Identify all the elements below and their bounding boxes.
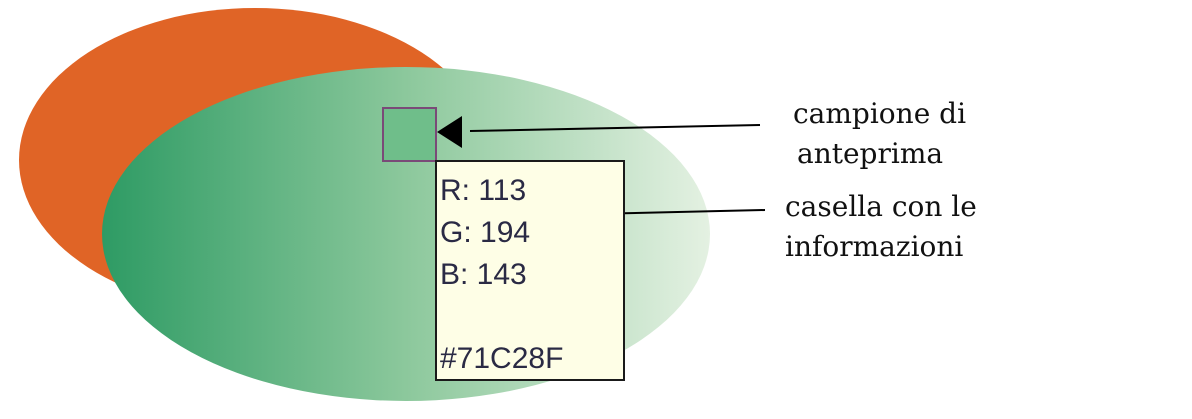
blue-value: B: 143	[440, 258, 527, 291]
hex-value: #71C28F	[440, 342, 564, 375]
color-info-box: R: 113 G: 194 B: 143 #71C28F	[435, 160, 625, 381]
green-value: G: 194	[440, 216, 531, 249]
red-value: R: 113	[440, 174, 527, 207]
arrow-to-sample	[437, 116, 761, 148]
sample-label-line2: anteprima	[797, 137, 944, 170]
info-label-line1: casella con le	[785, 190, 977, 223]
info-label-line2: informazioni	[785, 230, 964, 263]
preview-sample-swatch	[382, 107, 437, 162]
sample-label-line1: campione di	[793, 97, 967, 130]
